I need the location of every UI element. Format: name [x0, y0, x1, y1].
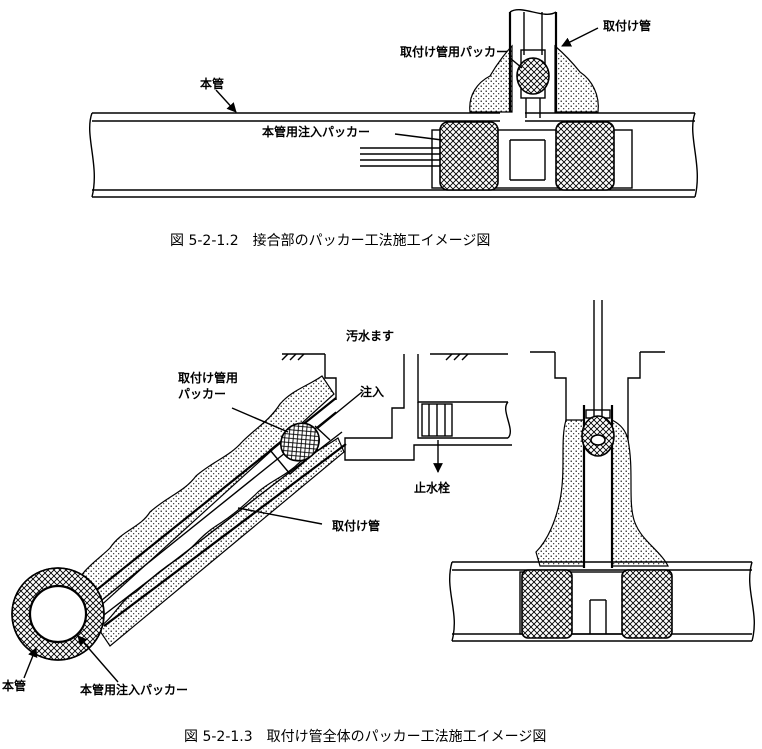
label-injection: 注入 [360, 384, 384, 399]
label-manhole: 汚水ます [346, 328, 394, 343]
main-injection-packer-1 [431, 121, 633, 191]
figure-1: 取付け管 取付け管用パッカー 本管 本管用注入パッカー 図 5-2-1.2 接合… [88, 9, 699, 249]
leader-injection-packer-1 [394, 133, 443, 141]
grout-joint-1b [554, 44, 599, 113]
leader-lateral-packer-1 [509, 57, 523, 69]
manhole-box [324, 354, 512, 461]
grout-lateral-upper [73, 375, 335, 611]
caption-figure-1: 図 5-2-1.2 接合部のパッカー工法施工イメージ図 [170, 232, 490, 249]
label-water-stop-plug: 止水栓 [414, 480, 450, 495]
label-main-pipe-2: 本管 [2, 678, 26, 693]
grout-lateral-vertical [535, 419, 585, 567]
label-main-pipe-1: 本管 [200, 76, 224, 91]
packer-bore-2 [590, 434, 606, 446]
label-main-injection-packer-1: 本管用注入パッカー [262, 124, 370, 139]
leader-main-injection-packer-2 [77, 635, 119, 683]
leader-main-pipe-2 [23, 647, 38, 679]
label-main-injection-packer-2: 本管用注入パッカー [80, 682, 188, 697]
main-pipe-cross-section [11, 567, 105, 661]
label-lateral-pipe-2: 取付け管 [332, 518, 380, 533]
label-lateral-packer-2-line2: パッカー [178, 387, 226, 401]
leader-lateral-pipe-2 [237, 507, 323, 525]
lateral-pipe-2 [83, 391, 363, 627]
grout-lateral-vertical-r [611, 419, 669, 567]
label-lateral-packer-2-line1: 取付け管用 [178, 370, 238, 385]
lateral-packer-2 [269, 422, 331, 475]
figure-2-longitudinal: 図 5-2-1.3 取付け管全体のパッカー工法施工イメージ図 [184, 300, 756, 745]
leader-main-1 [215, 89, 237, 113]
caption-figure-2: 図 5-2-1.3 取付け管全体のパッカー工法施工イメージ図 [184, 728, 546, 745]
label-lateral-packer-1: 取付け管用パッカー [400, 44, 508, 59]
figure-2-section: 汚水ます 取付け管用 パッカー 注入 止水栓 取付け管 本管 本管用注入パッカー [2, 328, 512, 697]
ground-surface [281, 353, 508, 361]
leader-lateral-1 [561, 27, 599, 47]
injection-lines [360, 147, 440, 167]
label-lateral-pipe-1: 取付け管 [603, 18, 651, 33]
main-pipe-3 [448, 561, 756, 642]
leader-lateral-packer-2 [231, 407, 289, 433]
lateral-pipe-1 [508, 9, 558, 118]
